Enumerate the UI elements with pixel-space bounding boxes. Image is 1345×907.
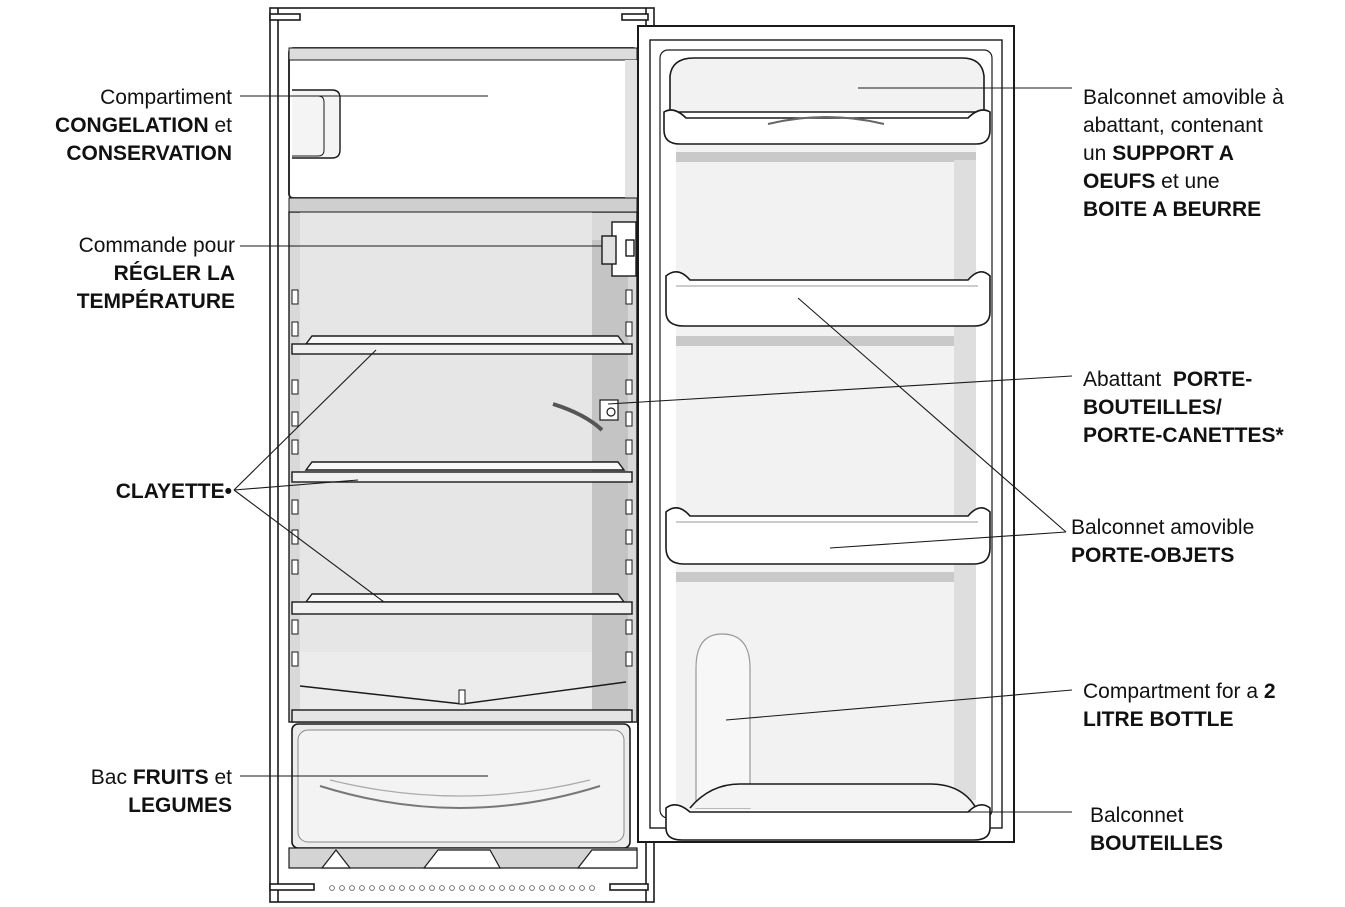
label-thermostat-line2: RÉGLER LA — [113, 262, 235, 285]
leader-shelf-b — [233, 479, 359, 491]
label-bottle-balcony-line1: Balconnet — [1090, 804, 1184, 827]
label-crisper-line1-bold: FRUITS — [132, 766, 209, 789]
label-egg-balcony-line1: Balconnet amovible à — [1083, 86, 1284, 109]
object-balcony-lower — [665, 507, 991, 565]
label-freezer-line3: CONSERVATION — [66, 142, 232, 165]
label-crisper-line1-rest: et — [208, 766, 232, 789]
vent-grille — [329, 885, 595, 891]
label-egg-balcony: Balconnet amovible à abattant, contenant… — [1083, 84, 1284, 224]
label-freezer: Compartiment CONGELATION et CONSERVATION — [55, 84, 232, 168]
bottom-rail — [288, 847, 638, 869]
label-egg-balcony-line5: BOITE A BEURRE — [1083, 198, 1262, 221]
label-freezer-line1: Compartiment — [100, 86, 232, 109]
label-bottle-balcony-line2: BOUTEILLES — [1090, 832, 1224, 855]
label-object-balcony: Balconnet amovible PORTE-OBJETS — [1071, 514, 1254, 570]
leader-object-balcony-a — [797, 297, 1067, 533]
label-bottle-holder-line1-pre: Abattant — [1083, 368, 1173, 391]
label-bottle-holder-line1-bold: PORTE- — [1172, 368, 1253, 391]
label-bottle-holder-line2: BOUTEILLES/ — [1083, 396, 1222, 419]
leader-shelf-c — [233, 489, 385, 603]
crisper-cover — [291, 709, 633, 723]
shelf-2 — [291, 471, 633, 483]
label-shelf-line1: CLAYETTE• — [115, 480, 232, 503]
label-egg-balcony-line3-bold: SUPPORT A — [1112, 142, 1234, 165]
shelf-supports — [291, 289, 633, 667]
crisper-drawer — [291, 723, 631, 849]
label-crisper: Bac FRUITS et LEGUMES — [91, 764, 232, 820]
label-egg-balcony-line3-pre: un — [1083, 142, 1113, 165]
thermostat-knob — [601, 221, 637, 277]
bottle-balcony — [665, 783, 991, 841]
freezer-compartment — [288, 47, 638, 213]
label-two-litre-line1-bold: 2 — [1263, 680, 1276, 703]
shelf-1 — [291, 343, 633, 355]
label-thermostat-line3: TEMPÉRATURE — [76, 290, 235, 313]
label-bottle-balcony: Balconnet BOUTEILLES — [1090, 802, 1223, 858]
egg-balcony — [663, 57, 991, 145]
leader-two-litre — [725, 689, 1073, 721]
label-object-balcony-line1: Balconnet amovible — [1071, 516, 1255, 539]
label-two-litre-line1-pre: Compartment for a — [1083, 680, 1264, 703]
glass-shelves — [291, 335, 633, 723]
door — [637, 25, 1015, 843]
label-two-litre-line2: LITRE BOTTLE — [1083, 708, 1234, 731]
object-balcony-upper — [665, 271, 991, 327]
label-egg-balcony-line4-rest: et une — [1155, 170, 1220, 193]
label-freezer-line2-rest: et — [208, 114, 232, 137]
label-freezer-line2-bold: CONGELATION — [55, 114, 209, 137]
label-egg-balcony-line4-bold: OEUFS — [1083, 170, 1156, 193]
label-crisper-line1-pre: Bac — [90, 766, 133, 789]
label-thermostat-line1: Commande pour — [78, 234, 235, 257]
label-thermostat: Commande pour RÉGLER LA TEMPÉRATURE — [77, 232, 235, 316]
label-bottle-holder-line3: PORTE-CANETTES* — [1083, 424, 1284, 447]
label-two-litre: Compartment for a 2 LITRE BOTTLE — [1083, 678, 1276, 734]
shelf-3 — [291, 601, 633, 615]
leader-object-balcony-b — [829, 531, 1067, 549]
label-shelf: CLAYETTE• — [116, 478, 232, 506]
bottle-holder-flap — [552, 399, 619, 432]
label-egg-balcony-line2: abattant, contenant — [1083, 114, 1263, 137]
leader-shelf-a — [233, 349, 377, 491]
leader-bottle-holder — [607, 375, 1073, 405]
label-bottle-holder: Abattant PORTE- BOUTEILLES/ PORTE-CANETT… — [1083, 366, 1284, 450]
two-litre-bottle-compartment — [695, 633, 751, 809]
leader-lines — [233, 87, 1073, 813]
label-object-balcony-line2: PORTE-OBJETS — [1071, 544, 1235, 567]
label-crisper-line2: LEGUMES — [128, 794, 232, 817]
